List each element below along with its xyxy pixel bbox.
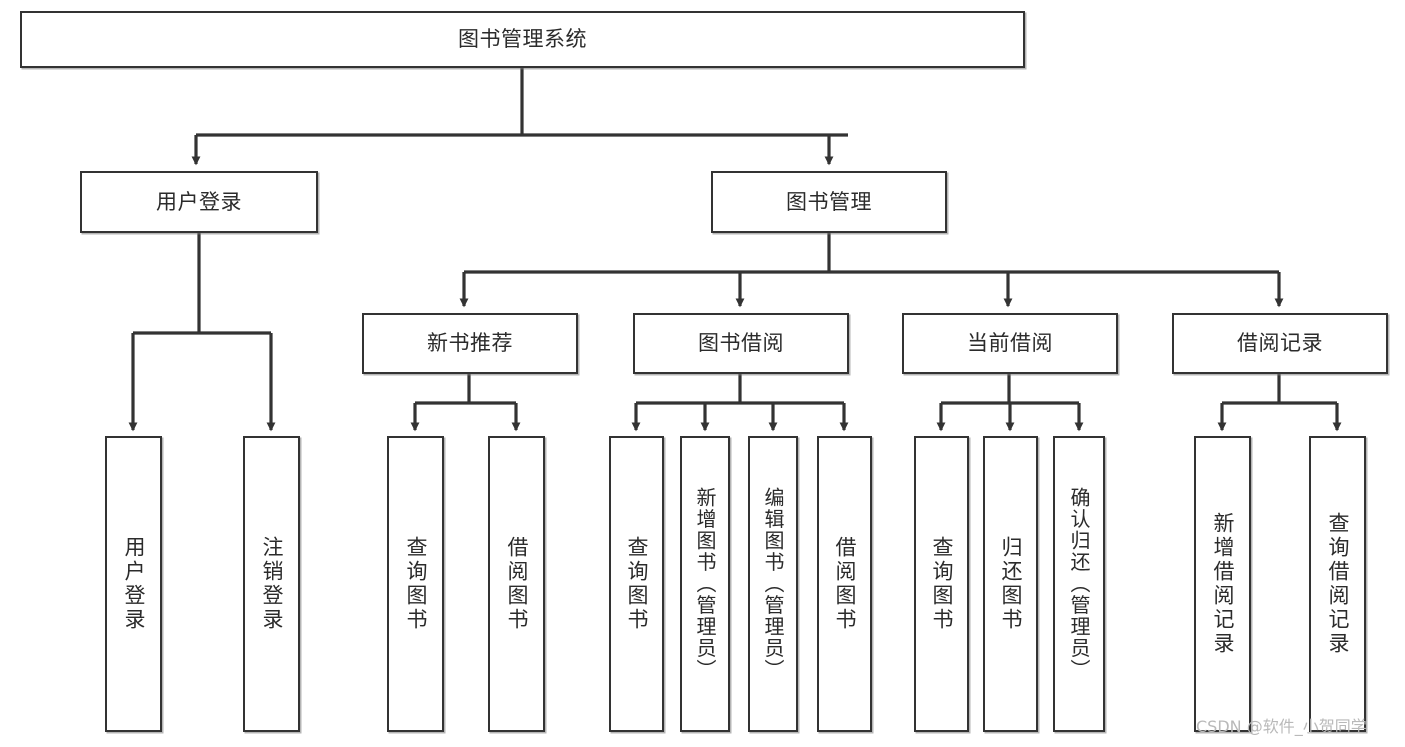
node-leaf-query-book-3-label: 查询图书 [930, 536, 954, 632]
node-user-login-label: 用户登录 [156, 189, 242, 214]
node-leaf-edit-book-label: 编辑图书（管理员） [761, 487, 785, 681]
node-leaf-query-book-1[interactable]: 查询图书 [387, 436, 444, 732]
node-new-book-recommend[interactable]: 新书推荐 [362, 313, 578, 374]
node-leaf-logout-login[interactable]: 注销登录 [243, 436, 300, 732]
node-new-book-recommend-label: 新书推荐 [427, 331, 513, 356]
node-leaf-query-book-3[interactable]: 查询图书 [914, 436, 969, 732]
node-leaf-user-login[interactable]: 用户登录 [105, 436, 162, 732]
node-current-borrow[interactable]: 当前借阅 [902, 313, 1118, 374]
node-borrow-record-label: 借阅记录 [1237, 331, 1323, 356]
node-leaf-add-record[interactable]: 新增借阅记录 [1194, 436, 1251, 732]
node-leaf-borrow-book-1[interactable]: 借阅图书 [488, 436, 545, 732]
node-leaf-borrow-book-2[interactable]: 借阅图书 [817, 436, 872, 732]
node-book-borrow[interactable]: 图书借阅 [633, 313, 849, 374]
node-leaf-return-book-label: 归还图书 [999, 536, 1023, 632]
node-book-management-label: 图书管理 [786, 189, 872, 214]
node-leaf-query-record-label: 查询借阅记录 [1326, 512, 1350, 656]
node-leaf-query-record[interactable]: 查询借阅记录 [1309, 436, 1366, 732]
node-leaf-return-book[interactable]: 归还图书 [983, 436, 1038, 732]
node-borrow-record[interactable]: 借阅记录 [1172, 313, 1388, 374]
node-root-label: 图书管理系统 [458, 27, 587, 52]
node-leaf-query-book-2[interactable]: 查询图书 [609, 436, 664, 732]
node-leaf-query-book-2-label: 查询图书 [625, 536, 649, 632]
node-leaf-add-book[interactable]: 新增图书（管理员） [680, 436, 730, 732]
node-leaf-query-book-1-label: 查询图书 [404, 536, 428, 632]
node-leaf-add-book-label: 新增图书（管理员） [693, 487, 717, 681]
node-book-management[interactable]: 图书管理 [711, 171, 947, 233]
node-leaf-confirm-return-label: 确认归还（管理员） [1067, 487, 1091, 681]
node-book-borrow-label: 图书借阅 [698, 331, 784, 356]
node-leaf-user-login-label: 用户登录 [122, 536, 146, 632]
node-leaf-borrow-book-2-label: 借阅图书 [833, 536, 857, 632]
node-leaf-confirm-return[interactable]: 确认归还（管理员） [1053, 436, 1105, 732]
node-user-login[interactable]: 用户登录 [80, 171, 318, 233]
node-leaf-logout-login-label: 注销登录 [260, 536, 284, 632]
node-root[interactable]: 图书管理系统 [20, 11, 1025, 68]
node-leaf-borrow-book-1-label: 借阅图书 [505, 536, 529, 632]
node-leaf-edit-book[interactable]: 编辑图书（管理员） [748, 436, 798, 732]
node-leaf-add-record-label: 新增借阅记录 [1211, 512, 1235, 656]
node-current-borrow-label: 当前借阅 [967, 331, 1053, 356]
